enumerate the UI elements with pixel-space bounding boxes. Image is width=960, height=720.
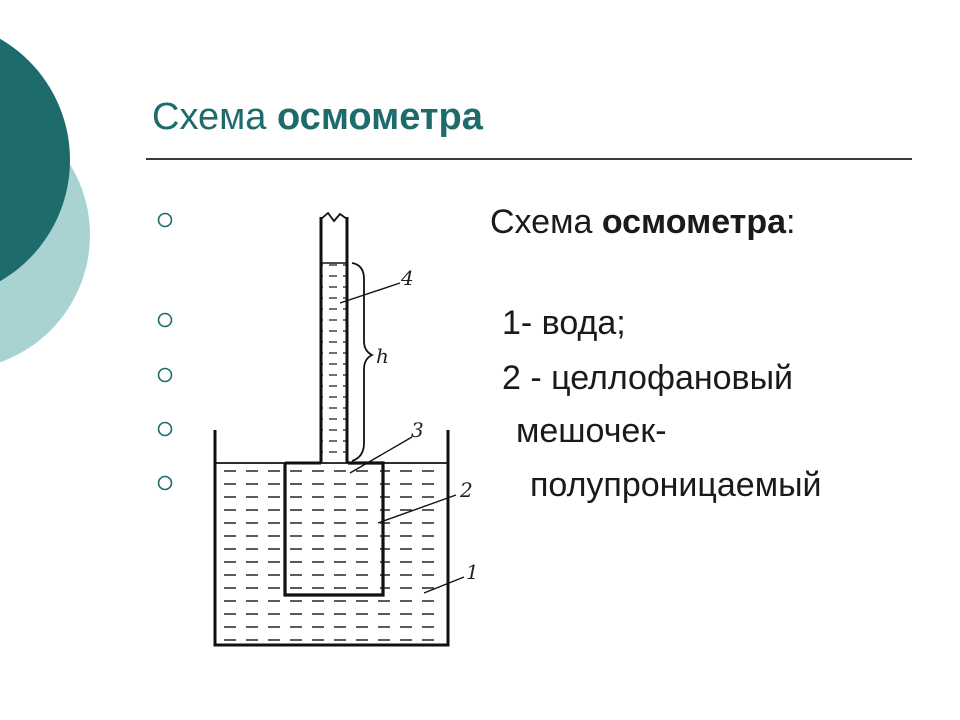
bullet-icon — [156, 474, 174, 492]
tube-liquid — [322, 263, 346, 463]
height-brace — [351, 262, 375, 462]
legend-item-2: 2 - целлофановый — [502, 359, 794, 397]
leader-line-3 — [349, 436, 413, 474]
bullet-icon — [156, 211, 174, 229]
title-divider — [146, 158, 912, 160]
osmometer-diagram: 4 h 3 2 1 — [213, 211, 479, 647]
legend-item-2-line2: мешочек- — [516, 412, 667, 450]
tube-break — [320, 211, 348, 223]
title-plain: Схема — [152, 96, 277, 138]
page-title: Схема осмометра — [152, 96, 483, 139]
legend-heading-colon: : — [786, 203, 796, 241]
legend-heading-bold: осмометра — [601, 203, 787, 241]
label-4: 4 — [400, 266, 414, 290]
title-bold: осмометра — [276, 96, 483, 138]
legend-heading: Схема осмометра: — [490, 203, 795, 242]
legend-item-2-line3: полупроницаемый — [530, 466, 822, 504]
beaker — [213, 430, 450, 647]
label-2: 2 — [459, 478, 473, 502]
label-h: h — [376, 344, 389, 368]
bullet-icon — [156, 420, 174, 438]
label-1: 1 — [466, 560, 479, 584]
dark-circle — [0, 38, 70, 282]
bag-liquid — [290, 467, 378, 591]
label-3: 3 — [411, 418, 424, 442]
leader-line-2 — [377, 494, 457, 524]
cellophane-bag — [283, 461, 385, 597]
leader-line-1 — [423, 576, 465, 594]
legend-heading-plain: Схема — [490, 203, 602, 241]
legend-item-1: 1- вода; — [502, 304, 626, 342]
bullet-icon — [156, 366, 174, 384]
bullet-icon — [156, 311, 174, 329]
leader-line-4 — [339, 282, 401, 304]
decorative-circles — [0, 38, 90, 363]
